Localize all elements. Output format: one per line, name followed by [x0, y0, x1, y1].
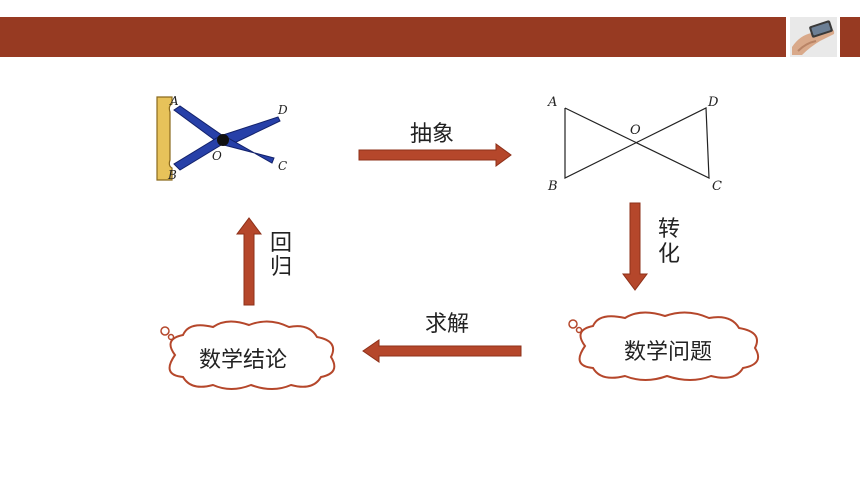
label-abstract: 抽象 — [410, 122, 455, 147]
fig-point-o: O — [212, 149, 222, 163]
cloud-problem-text: 数学问题 — [623, 340, 712, 365]
label-transform-1: 转 — [657, 217, 680, 242]
hand-holding-phone-icon — [790, 17, 837, 57]
geo-point-o: O — [630, 123, 641, 138]
fixture-shape — [156, 96, 173, 181]
label-transform-2: 化 — [657, 242, 680, 267]
geo-point-d: D — [707, 95, 719, 110]
label-solve: 求解 — [425, 312, 470, 337]
fig-point-b: B — [167, 168, 177, 182]
header-strip — [840, 17, 860, 57]
cloud-problem — [563, 308, 768, 384]
fig-point-c: C — [278, 159, 287, 173]
label-return-2: 归 — [269, 255, 292, 280]
geo-point-a: A — [547, 95, 557, 110]
arrow-abstract — [358, 142, 513, 168]
arrow-solve — [362, 338, 522, 364]
geo-point-b: B — [547, 179, 558, 194]
cloud-conclusion — [155, 315, 340, 393]
arrow-return — [236, 216, 262, 306]
fig-point-d: D — [277, 103, 288, 117]
cloud-conclusion-text: 数学结论 — [198, 348, 287, 373]
arrow-transform — [622, 202, 648, 292]
fig-point-a: A — [169, 94, 179, 108]
geo-point-c: C — [712, 179, 722, 194]
realworld-figure: A B D C O — [150, 92, 300, 187]
header-bar — [0, 17, 786, 57]
geometry-figure: A B D C O — [540, 90, 730, 195]
label-return-1: 回 — [269, 231, 292, 256]
